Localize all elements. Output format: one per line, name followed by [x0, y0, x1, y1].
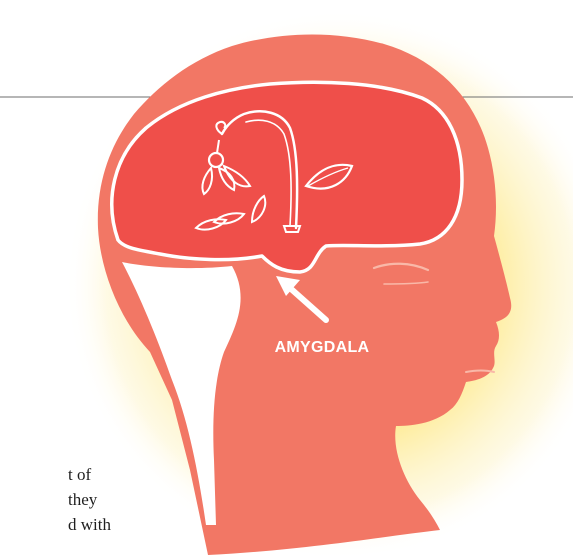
text-fragment-2: they: [68, 489, 97, 510]
text-fragment-3: d with: [68, 514, 111, 535]
amygdala-label: AMYGDALA: [275, 339, 370, 356]
text-fragment-1: t of: [68, 464, 91, 485]
